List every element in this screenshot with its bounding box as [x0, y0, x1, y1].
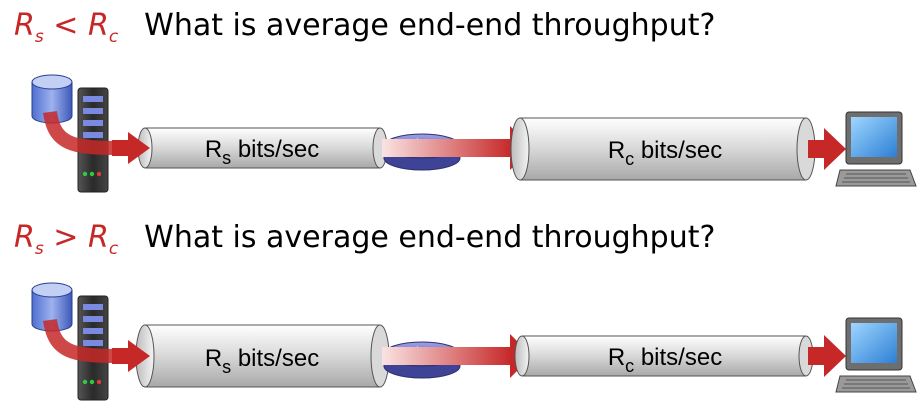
- scenario-1-diagram: Rs bits/sec Rc bits/sec: [32, 75, 916, 192]
- server-pipe: Rs bits/sec: [136, 325, 389, 387]
- server-icon: [32, 75, 108, 192]
- server-pipe: Rs bits/sec: [138, 128, 387, 168]
- client-pipe: Rc bits/sec: [511, 118, 815, 180]
- scenario-2-diagram: Rs bits/sec Rc bits/sec: [32, 283, 916, 400]
- client-computer-icon: [836, 318, 916, 392]
- server-icon: [32, 283, 108, 400]
- client-pipe: Rc bits/sec: [515, 336, 813, 376]
- flow-arrow-to-client: [808, 335, 846, 377]
- client-computer-icon: [836, 112, 916, 186]
